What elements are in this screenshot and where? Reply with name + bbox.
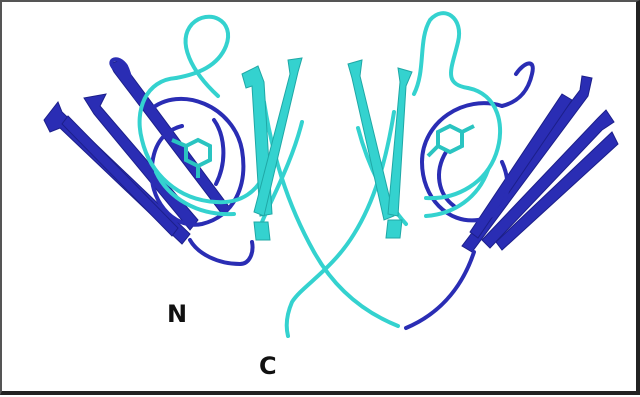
right-blue-tail [406, 252, 474, 328]
right-monomer [287, 13, 618, 336]
right-blue-loop-top [502, 63, 533, 106]
left-blue-beta-sheet [44, 60, 230, 244]
n-terminus-label: N [167, 300, 187, 328]
left-cyan-top-loop [176, 17, 228, 96]
c-terminus-label: C [259, 352, 277, 380]
left-blue-inner [214, 120, 223, 184]
right-cyan-cross [287, 112, 394, 336]
left-blue-tail [190, 240, 253, 264]
right-cyan-top-loop [414, 13, 468, 94]
right-ligand-ring [428, 126, 474, 156]
left-cyan-cross [264, 102, 398, 326]
left-blue-loop-ring [150, 99, 243, 225]
right-cyan-strand-2 [388, 68, 412, 216]
right-cyan-strand-3 [386, 220, 402, 238]
left-cyan-strand-3 [254, 222, 270, 240]
left-monomer [44, 17, 398, 326]
right-cyan-beta-sheet [348, 60, 412, 238]
